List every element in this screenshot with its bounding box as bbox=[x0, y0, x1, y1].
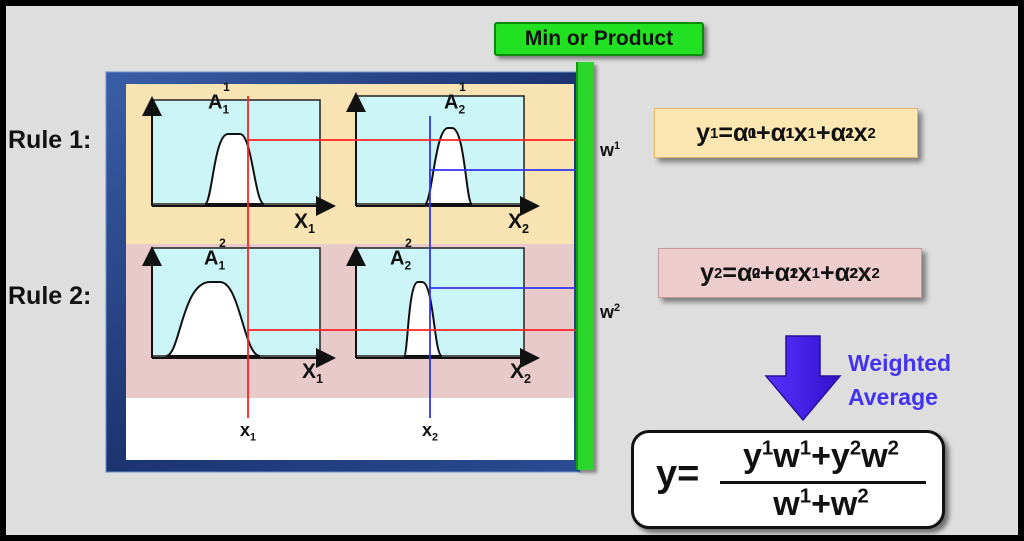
input-label-x2: x2 bbox=[422, 420, 439, 444]
axis-label-X1-bottom: X1 bbox=[302, 360, 324, 387]
axis-label-X2-bottom: X2 bbox=[510, 360, 532, 387]
fraction-line bbox=[720, 481, 926, 484]
rule1-label: Rule 1: bbox=[8, 126, 92, 154]
weight-w2: w2 bbox=[600, 302, 621, 322]
aggregation-bar bbox=[576, 62, 594, 470]
axis-label-X1-top: X1 bbox=[294, 210, 316, 237]
output-y-label: y= bbox=[656, 453, 700, 495]
mf-a22 bbox=[403, 281, 443, 357]
label-a21: A21 bbox=[444, 80, 466, 117]
mf-a11 bbox=[204, 133, 265, 205]
label-a22: A22 bbox=[390, 236, 412, 273]
formula-denominator: w1+w2 bbox=[773, 485, 869, 523]
formula-numerator: y1w1+y2w2 bbox=[743, 437, 899, 475]
min-or-product-label: Min or Product bbox=[494, 22, 704, 56]
weighted-average-label: Weighted Average bbox=[848, 350, 952, 410]
weight-w1: w1 bbox=[600, 140, 621, 160]
label-a11: A11 bbox=[208, 80, 230, 117]
label-a12: A12 bbox=[204, 236, 226, 273]
mf-a21 bbox=[424, 127, 473, 205]
final-output-formula: y= y1w1+y2w2 w1+w2 bbox=[631, 430, 945, 529]
rule2-label: Rule 2: bbox=[8, 282, 92, 310]
panel-a22 bbox=[355, 247, 525, 357]
input-label-x1: x1 bbox=[240, 420, 257, 444]
down-arrow-icon bbox=[764, 335, 842, 422]
axes bbox=[142, 92, 540, 368]
mf-a12 bbox=[165, 281, 261, 357]
input-band bbox=[126, 398, 574, 460]
axis-label-X2-top: X2 bbox=[508, 210, 530, 237]
